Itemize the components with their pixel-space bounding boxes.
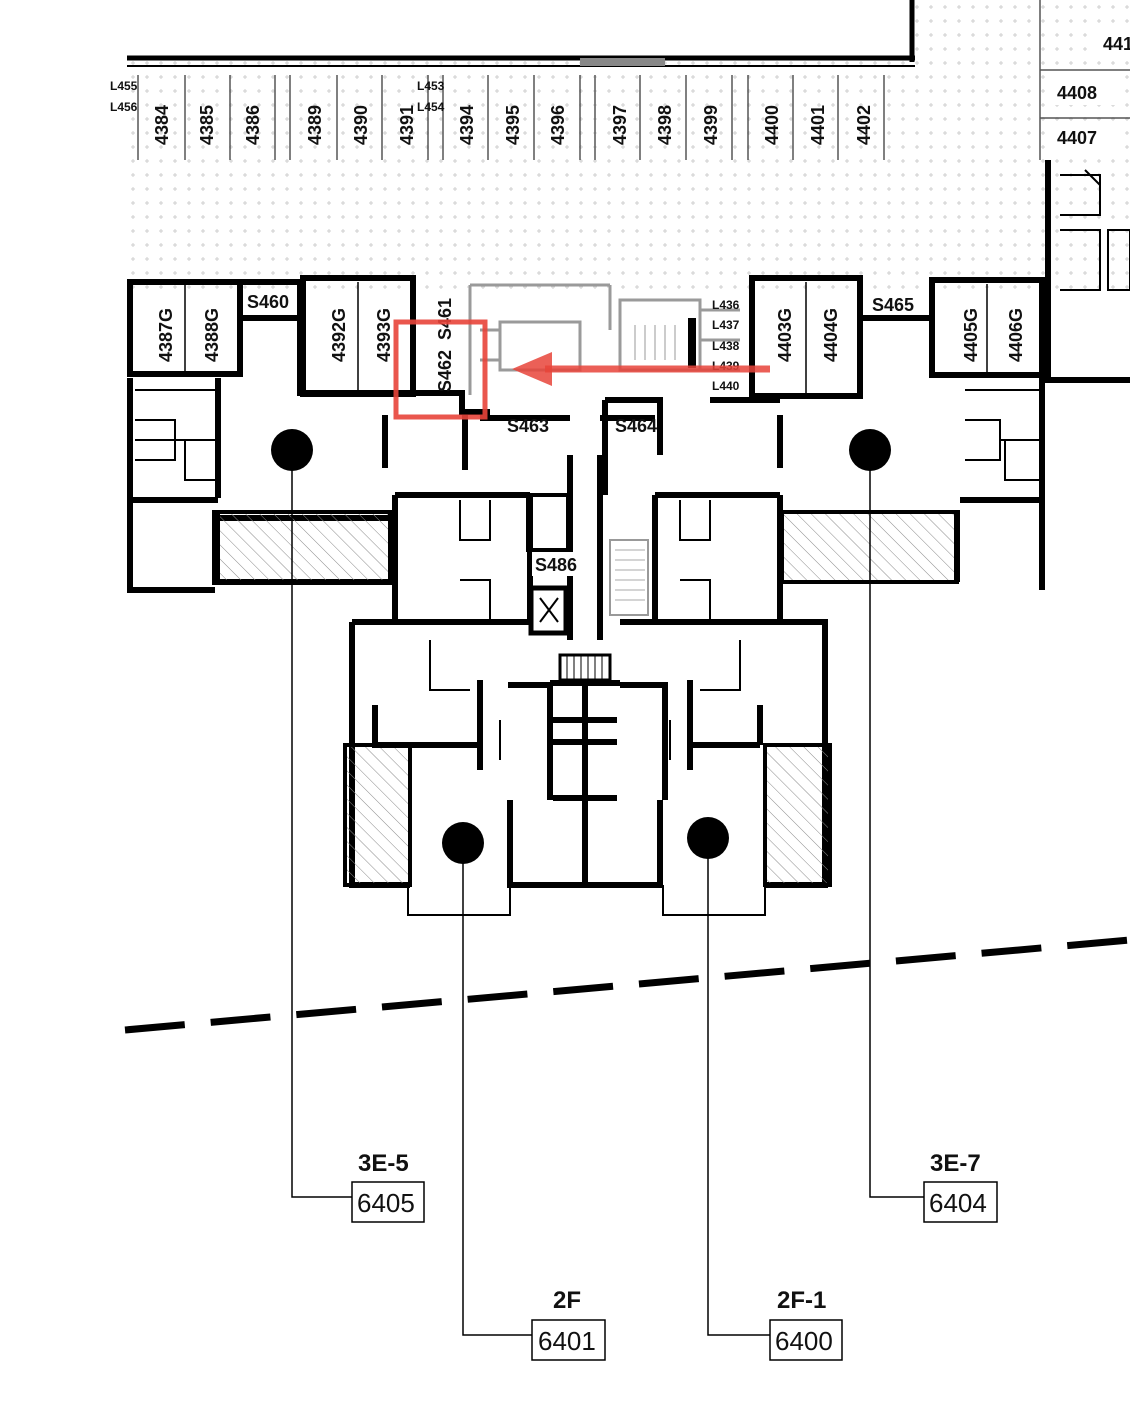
unit-name: 3E-5: [358, 1150, 409, 1177]
unit-number: 6400: [775, 1326, 833, 1356]
stall-label: 4394: [457, 105, 477, 145]
right-stalls: 4408 4407 441: [1048, 28, 1130, 152]
garage-label: 4392G: [329, 308, 349, 362]
garage-label: 4403G: [775, 308, 795, 362]
locker-label: L436: [712, 298, 740, 312]
locker-label: L453: [417, 79, 445, 93]
garage-label: 4387G: [156, 308, 176, 362]
locker-labels-right: L436 L437 L438 L439 L440: [712, 298, 740, 393]
stall-label: 4408: [1057, 83, 1097, 103]
property-line: [124, 936, 1130, 1034]
storage-label: S464: [615, 416, 657, 436]
unit-number-box: [351, 1181, 425, 1223]
parking-top-wall: [127, 0, 915, 67]
garage-block-left-center: [300, 275, 416, 397]
balcony-left: [216, 510, 392, 584]
garage-labels: 4387G 4388G 4392G 4393G 4403G 4404G 4405…: [156, 308, 1026, 362]
stall-label: 4384: [152, 105, 172, 145]
leader-lines: [291, 450, 925, 1336]
arrow-head-icon: [512, 352, 552, 386]
unit-name: 2F-1: [777, 1287, 826, 1314]
stall-label: 4386: [243, 105, 263, 145]
highlight: [393, 319, 770, 420]
building-walls: [127, 160, 1130, 916]
stall-label: 4401: [808, 105, 828, 145]
storage-label: S465: [872, 295, 914, 315]
garage-label: 4388G: [202, 308, 222, 362]
stall-label: 4396: [548, 105, 568, 145]
locker-label: L438: [712, 339, 740, 353]
locker-label: L437: [712, 318, 740, 332]
garage-label: 4393G: [374, 308, 394, 362]
stall-label: 4400: [762, 105, 782, 145]
stall-label: 441: [1103, 34, 1130, 54]
stall-label: 4390: [351, 105, 371, 145]
unit-number-box: [923, 1181, 998, 1223]
stall-label: 4391: [397, 105, 417, 145]
garage-block-left: [127, 279, 243, 377]
storage-labels: S460 S461 S462 S463 S464 S465 S486: [247, 292, 914, 576]
storage-label: S463: [507, 416, 549, 436]
locker-label: L456: [110, 100, 138, 114]
locker-label: L454: [417, 100, 445, 114]
unit-number-box: [769, 1319, 843, 1361]
balcony-lower-right: [763, 743, 832, 887]
unit-name: 2F: [553, 1287, 581, 1314]
stall-label: 4399: [701, 105, 721, 145]
storage-label: S461: [435, 298, 455, 340]
locker-label: L455: [110, 79, 138, 93]
unit-number: 6404: [929, 1188, 987, 1218]
unit-number: 6405: [357, 1188, 415, 1218]
unit-number-box: [531, 1319, 606, 1361]
garage-block-right: [929, 277, 1045, 378]
stall-label: 4385: [197, 105, 217, 145]
garage-block-right-center: [749, 275, 863, 399]
parking-lockers: L455 L456 L453 L454: [110, 79, 445, 114]
garage-label: 4405G: [961, 308, 981, 362]
stall-label: 4389: [305, 105, 325, 145]
stall-label: 4397: [610, 105, 630, 145]
locker-label: L440: [712, 379, 740, 393]
balcony-lower-left: [343, 743, 412, 887]
parking-stalls: 4384 4385 4386 4389 4390 4391 4394 4395 …: [152, 105, 874, 145]
stall-label: 4395: [503, 105, 523, 145]
storage-label: S462: [435, 350, 455, 392]
garage-label: 4404G: [821, 308, 841, 362]
unit-number: 6401: [538, 1326, 596, 1356]
stall-label: 4398: [655, 105, 675, 145]
highlight-box: [393, 319, 488, 420]
unit-labels: 3E-5 6405 2F 6401 2F-1 6400 3E-7 6404: [351, 1150, 998, 1361]
unit-name: 3E-7: [930, 1150, 981, 1177]
storage-label: S486: [535, 555, 577, 575]
storage-label: S460: [247, 292, 289, 312]
stall-label: 4407: [1057, 128, 1097, 148]
stall-dividers: [137, 0, 1130, 160]
garage-label: 4406G: [1006, 308, 1026, 362]
stall-label: 4402: [854, 105, 874, 145]
